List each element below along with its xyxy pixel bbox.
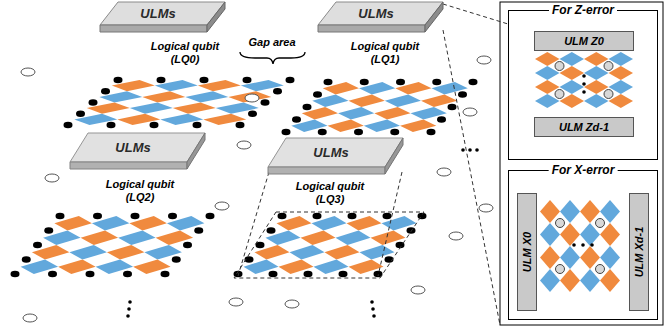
panel-heading: For Z-error [549,3,617,17]
panel-heading: For X-error [549,163,618,177]
ulm-label: ULMs [277,145,385,160]
ulm-label: ULM X0 [521,232,533,272]
ulm-label: ULM Xd-1 [633,227,645,278]
ulm-bar: ULM Zd-1 [534,117,634,137]
error-panel: For Z-errorULM Z0ULM Zd-1 [508,10,658,160]
qubit-label: Logical qubit (LQ3) [286,180,374,206]
qubit-label: Logical qubit (LQ0) [141,40,229,66]
ulm-bar: ULM Xd-1 [629,193,649,311]
qubit-label: Logical qubit (LQ2) [96,178,184,204]
ulm-bar: ULM Z0 [534,31,634,51]
ulm-label: ULMs [79,140,187,155]
ulm-slab: ULMs [318,2,443,32]
qubit-label: Logical qubit (LQ1) [341,40,429,66]
dashed-connector [443,4,508,24]
ulm-slab: ULMs [100,2,225,32]
gap-label: Gap area [248,36,295,49]
ulm-slab: ULMs [70,133,205,169]
ulm-label: ULM Z0 [564,35,604,47]
ulm-bar: ULM X0 [517,193,537,311]
ulm-slab: ULMs [268,138,403,174]
ulm-label: ULMs [109,6,207,21]
ulm-label: ULMs [327,6,425,21]
error-panel: For X-errorULM X0ULM Xd-1 [508,170,658,320]
ulm-label: ULM Zd-1 [559,121,609,133]
